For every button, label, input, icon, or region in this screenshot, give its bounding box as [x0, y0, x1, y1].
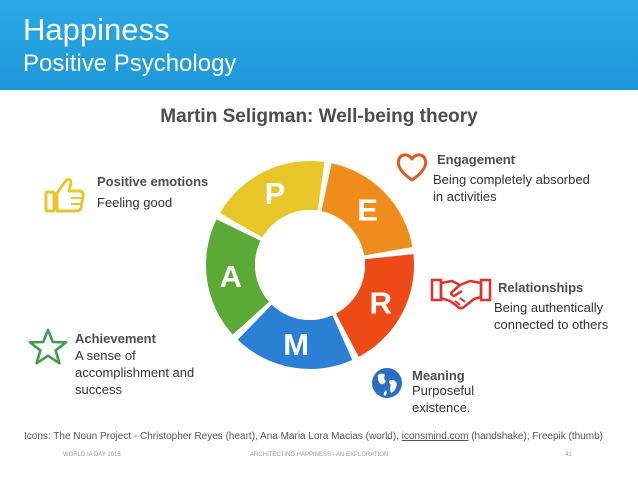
- positive-emotions-desc: Feeling good: [97, 195, 173, 210]
- wheel-segment-a: [206, 219, 270, 335]
- footer-page-number: 41: [565, 452, 572, 458]
- credits-suffix: (handshake); Freepik (thumb): [468, 431, 603, 442]
- positive-emotions-heading: Positive emotions: [97, 174, 209, 189]
- meaning-desc: Purposeful existence.: [412, 383, 475, 415]
- achievement-desc: A sense of accomplishment and success: [75, 348, 195, 397]
- relationships-desc: Being authentically connected to others: [494, 300, 609, 332]
- footer-center: ARCHITECTING HAPPINESS - AN EXPLORATION: [250, 452, 389, 458]
- globe-icon: [372, 368, 402, 398]
- wheel-letter-m: M: [283, 327, 309, 362]
- wheel-letter-e: E: [357, 192, 378, 227]
- credits-prefix: Icons: The Noun Project - Christopher Re…: [24, 431, 402, 442]
- engagement-desc: Being completely absorbed in activities: [433, 172, 590, 204]
- header-banner: Happiness Positive Psychology: [0, 0, 638, 90]
- wheel-segment-p: [219, 161, 325, 238]
- relationships-heading: Relationships: [498, 280, 584, 295]
- wheel-segment-m: [237, 304, 353, 369]
- wheel-segment-e: [321, 163, 413, 256]
- credits-link[interactable]: iconsmind.com: [401, 431, 469, 442]
- slide-title: Martin Seligman: Well-being theory: [160, 106, 478, 127]
- icon-credits: Icons: The Noun Project - Christopher Re…: [24, 431, 603, 442]
- wheel-letter-a: A: [220, 259, 242, 294]
- page-title: Happiness: [23, 12, 170, 47]
- wheel-letter-r: R: [369, 286, 391, 321]
- page-subtitle: Positive Psychology: [23, 50, 237, 77]
- wheel-letter-p: P: [265, 176, 286, 211]
- achievement-heading: Achievement: [75, 331, 156, 346]
- wheel-segment-r: [335, 254, 414, 357]
- handshake-icon: [430, 278, 492, 310]
- meaning-heading: Meaning: [412, 368, 465, 383]
- perma-wheel: E R M A P: [206, 161, 414, 369]
- engagement-heading: Engagement: [437, 152, 516, 167]
- thumbs-up-icon: [44, 177, 85, 213]
- heart-icon: [396, 153, 428, 182]
- star-icon: [28, 328, 68, 365]
- footer-left: WORLD IA DAY 2015: [63, 452, 121, 458]
